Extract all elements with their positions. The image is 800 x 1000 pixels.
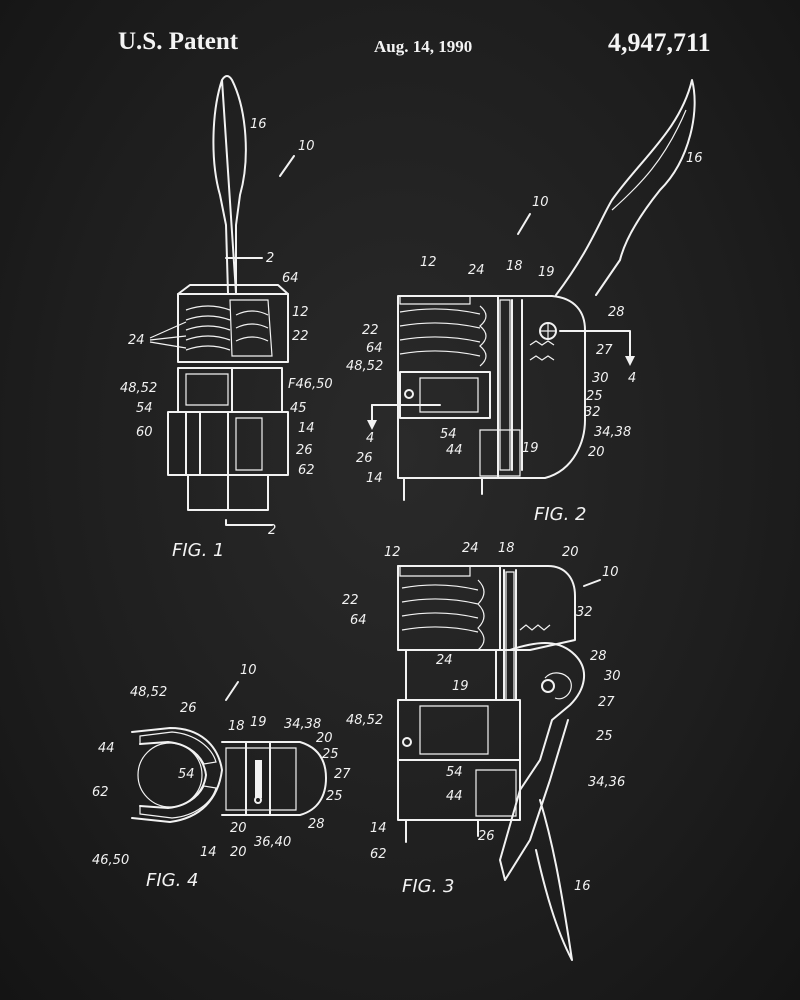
reference-numeral: 18 xyxy=(506,259,523,274)
reference-numeral: 48,52 xyxy=(346,713,383,728)
reference-numeral: 10 xyxy=(298,139,315,154)
reference-numeral: 48,52 xyxy=(120,381,157,396)
reference-numeral: 4 xyxy=(366,431,374,446)
reference-numeral: 44 xyxy=(446,443,463,458)
reference-numeral: 64 xyxy=(366,341,383,356)
reference-numeral: 54 xyxy=(440,427,457,442)
reference-numeral: 12 xyxy=(292,305,309,320)
reference-numeral: 14 xyxy=(366,471,383,486)
reference-numeral: 62 xyxy=(92,785,109,800)
reference-numeral: 62 xyxy=(370,847,387,862)
reference-numeral: 20 xyxy=(230,821,247,836)
reference-numeral: 10 xyxy=(602,565,619,580)
reference-numeral: 44 xyxy=(98,741,115,756)
reference-numeral: 28 xyxy=(608,305,625,320)
reference-numeral: 34,36 xyxy=(588,775,625,790)
reference-numeral: 44 xyxy=(446,789,463,804)
figure-3 xyxy=(398,566,584,960)
reference-numeral: 19 xyxy=(452,679,469,694)
reference-numeral: F46,50 xyxy=(288,377,333,392)
reference-numeral: 22 xyxy=(342,593,359,608)
reference-numeral: 2 xyxy=(268,523,276,538)
reference-numeral: 20 xyxy=(562,545,579,560)
reference-numeral: 20 xyxy=(588,445,605,460)
reference-numeral: 19 xyxy=(522,441,539,456)
reference-numeral: 45 xyxy=(290,401,307,416)
reference-numeral: 27 xyxy=(334,767,351,782)
reference-numeral: 54 xyxy=(136,401,153,416)
reference-numeral: 22 xyxy=(362,323,379,338)
reference-numeral: 25 xyxy=(326,789,343,804)
reference-numeral: 2 xyxy=(266,251,274,266)
reference-numeral: 28 xyxy=(308,817,325,832)
reference-numeral: 14 xyxy=(370,821,387,836)
reference-numeral: 26 xyxy=(478,829,495,844)
reference-numeral: 19 xyxy=(250,715,267,730)
reference-numeral: 18 xyxy=(228,719,245,734)
reference-numeral: 34,38 xyxy=(594,425,631,440)
figure-1 xyxy=(168,76,288,525)
reference-numeral: 25 xyxy=(596,729,613,744)
reference-numeral: 48,52 xyxy=(346,359,383,374)
reference-numeral: 64 xyxy=(282,271,299,286)
reference-numeral: 32 xyxy=(584,405,601,420)
fig2-caption: FIG. 2 xyxy=(534,504,587,525)
reference-numeral: 16 xyxy=(574,879,591,894)
figure-2 xyxy=(367,80,695,500)
reference-numeral: 18 xyxy=(498,541,515,556)
reference-numeral: 34,38 xyxy=(284,717,321,732)
reference-numeral: 54 xyxy=(446,765,463,780)
reference-numeral: 32 xyxy=(576,605,593,620)
reference-numeral: 24 xyxy=(128,333,145,348)
reference-numeral: 12 xyxy=(384,545,401,560)
reference-numeral: 10 xyxy=(240,663,257,678)
reference-numeral: 16 xyxy=(250,117,267,132)
reference-numeral: 62 xyxy=(298,463,315,478)
reference-numeral: 14 xyxy=(298,421,315,436)
fig3-caption: FIG. 3 xyxy=(402,876,455,897)
reference-numeral: 20 xyxy=(230,845,247,860)
reference-numeral: 30 xyxy=(604,669,621,684)
reference-numeral: 14 xyxy=(200,845,217,860)
reference-numeral: 16 xyxy=(686,151,703,166)
reference-numeral: 19 xyxy=(538,265,555,280)
figure-4 xyxy=(132,728,326,822)
reference-numeral: 26 xyxy=(296,443,313,458)
reference-numeral: 24 xyxy=(468,263,485,278)
reference-numeral: 24 xyxy=(462,541,479,556)
reference-numeral: 64 xyxy=(350,613,367,628)
reference-numeral: 4 xyxy=(628,371,636,386)
fig2-labels: 16 10 12 24 18 19 22 64 48,52 28 27 4 30… xyxy=(346,151,703,486)
reference-numeral: 24 xyxy=(436,653,453,668)
reference-numeral: 22 xyxy=(292,329,309,344)
fig1-caption: FIG. 1 xyxy=(172,540,225,561)
reference-numeral: 54 xyxy=(178,767,195,782)
reference-numeral: 27 xyxy=(596,343,613,358)
reference-numeral: 36,40 xyxy=(254,835,291,850)
reference-numeral: 10 xyxy=(532,195,549,210)
fig4-caption: FIG. 4 xyxy=(146,870,199,891)
reference-numeral: 26 xyxy=(180,701,197,716)
reference-numeral: 25 xyxy=(586,389,603,404)
reference-numeral: 60 xyxy=(136,425,153,440)
reference-numeral: 25 xyxy=(322,747,339,762)
reference-numeral: 30 xyxy=(592,371,609,386)
reference-numeral: 27 xyxy=(598,695,615,710)
reference-numeral: 28 xyxy=(590,649,607,664)
reference-numeral: 48,52 xyxy=(130,685,167,700)
reference-numeral: 26 xyxy=(356,451,373,466)
reference-numeral: 12 xyxy=(420,255,437,270)
reference-numeral: 46,50 xyxy=(92,853,129,868)
reference-numeral: 20 xyxy=(316,731,333,746)
